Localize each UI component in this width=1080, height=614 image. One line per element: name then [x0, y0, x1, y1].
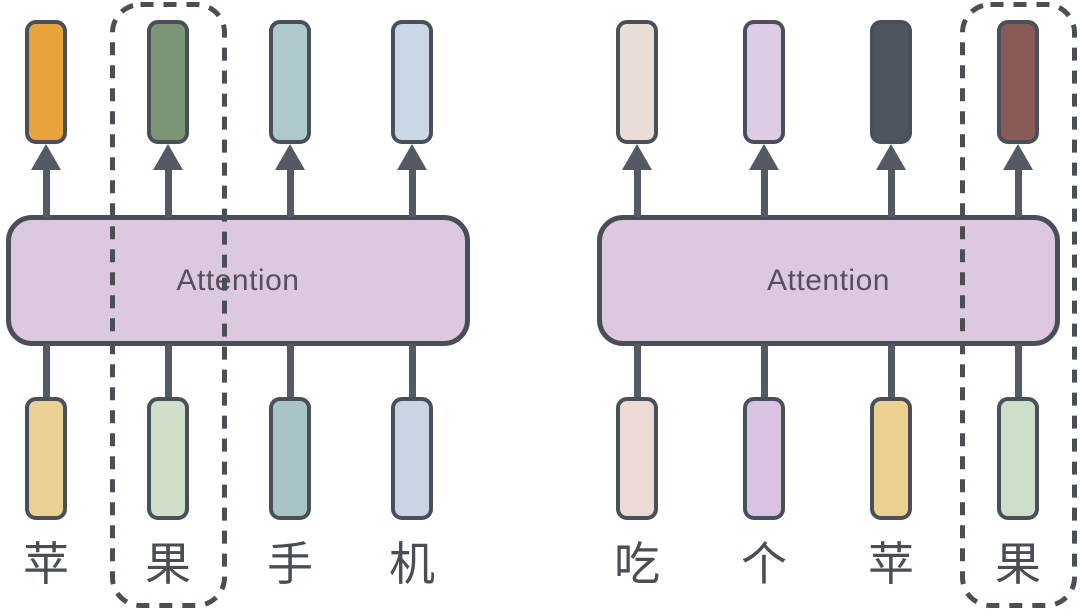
token-column: 吃: [614, 0, 660, 614]
token-label: 苹: [868, 538, 914, 590]
input-connector-line: [887, 344, 895, 398]
output-embedding-bar: [616, 20, 658, 144]
token-label: 苹: [23, 538, 69, 590]
arrow-shaft: [42, 164, 50, 217]
output-embedding-bar: [743, 20, 785, 144]
output-embedding-bar: [997, 20, 1039, 144]
arrow-shaft: [887, 164, 895, 217]
input-connector-line: [760, 344, 768, 398]
input-embedding-bar: [269, 397, 311, 520]
token-column: 苹: [23, 0, 69, 614]
token-label: 个: [741, 538, 787, 590]
input-embedding-bar: [870, 397, 912, 520]
token-label: 果: [145, 538, 191, 590]
input-connector-line: [42, 344, 50, 398]
output-embedding-bar: [25, 20, 67, 144]
token-column: 手: [267, 0, 313, 614]
token-column: 机: [389, 0, 435, 614]
input-connector-line: [1014, 344, 1022, 398]
token-column: 果: [995, 0, 1041, 614]
arrow-shaft: [286, 164, 294, 217]
token-column: 个: [741, 0, 787, 614]
token-label: 机: [389, 538, 435, 590]
arrow-shaft: [760, 164, 768, 217]
token-label: 吃: [614, 538, 660, 590]
attention-block-label: Attention: [767, 263, 890, 297]
input-connector-line: [408, 344, 416, 398]
token-column: 苹: [868, 0, 914, 614]
attention-diagram-right: Attention 吃 个 苹: [597, 0, 1077, 614]
input-connector-line: [633, 344, 641, 398]
input-embedding-bar: [25, 397, 67, 520]
input-embedding-bar: [391, 397, 433, 520]
output-embedding-bar: [269, 20, 311, 144]
output-embedding-bar: [147, 20, 189, 144]
token-column: 果: [145, 0, 191, 614]
arrow-shaft: [633, 164, 641, 217]
input-embedding-bar: [616, 397, 658, 520]
arrow-shaft: [408, 164, 416, 217]
attention-diagram-left: Attention 苹 果 手: [6, 0, 470, 614]
input-embedding-bar: [147, 397, 189, 520]
input-embedding-bar: [997, 397, 1039, 520]
attention-block: Attention: [597, 215, 1060, 346]
output-embedding-bar: [870, 20, 912, 144]
token-label: 手: [267, 538, 313, 590]
output-embedding-bar: [391, 20, 433, 144]
input-embedding-bar: [743, 397, 785, 520]
arrow-shaft: [164, 164, 172, 217]
input-connector-line: [286, 344, 294, 398]
token-label: 果: [995, 538, 1041, 590]
input-connector-line: [164, 344, 172, 398]
arrow-shaft: [1014, 164, 1022, 217]
